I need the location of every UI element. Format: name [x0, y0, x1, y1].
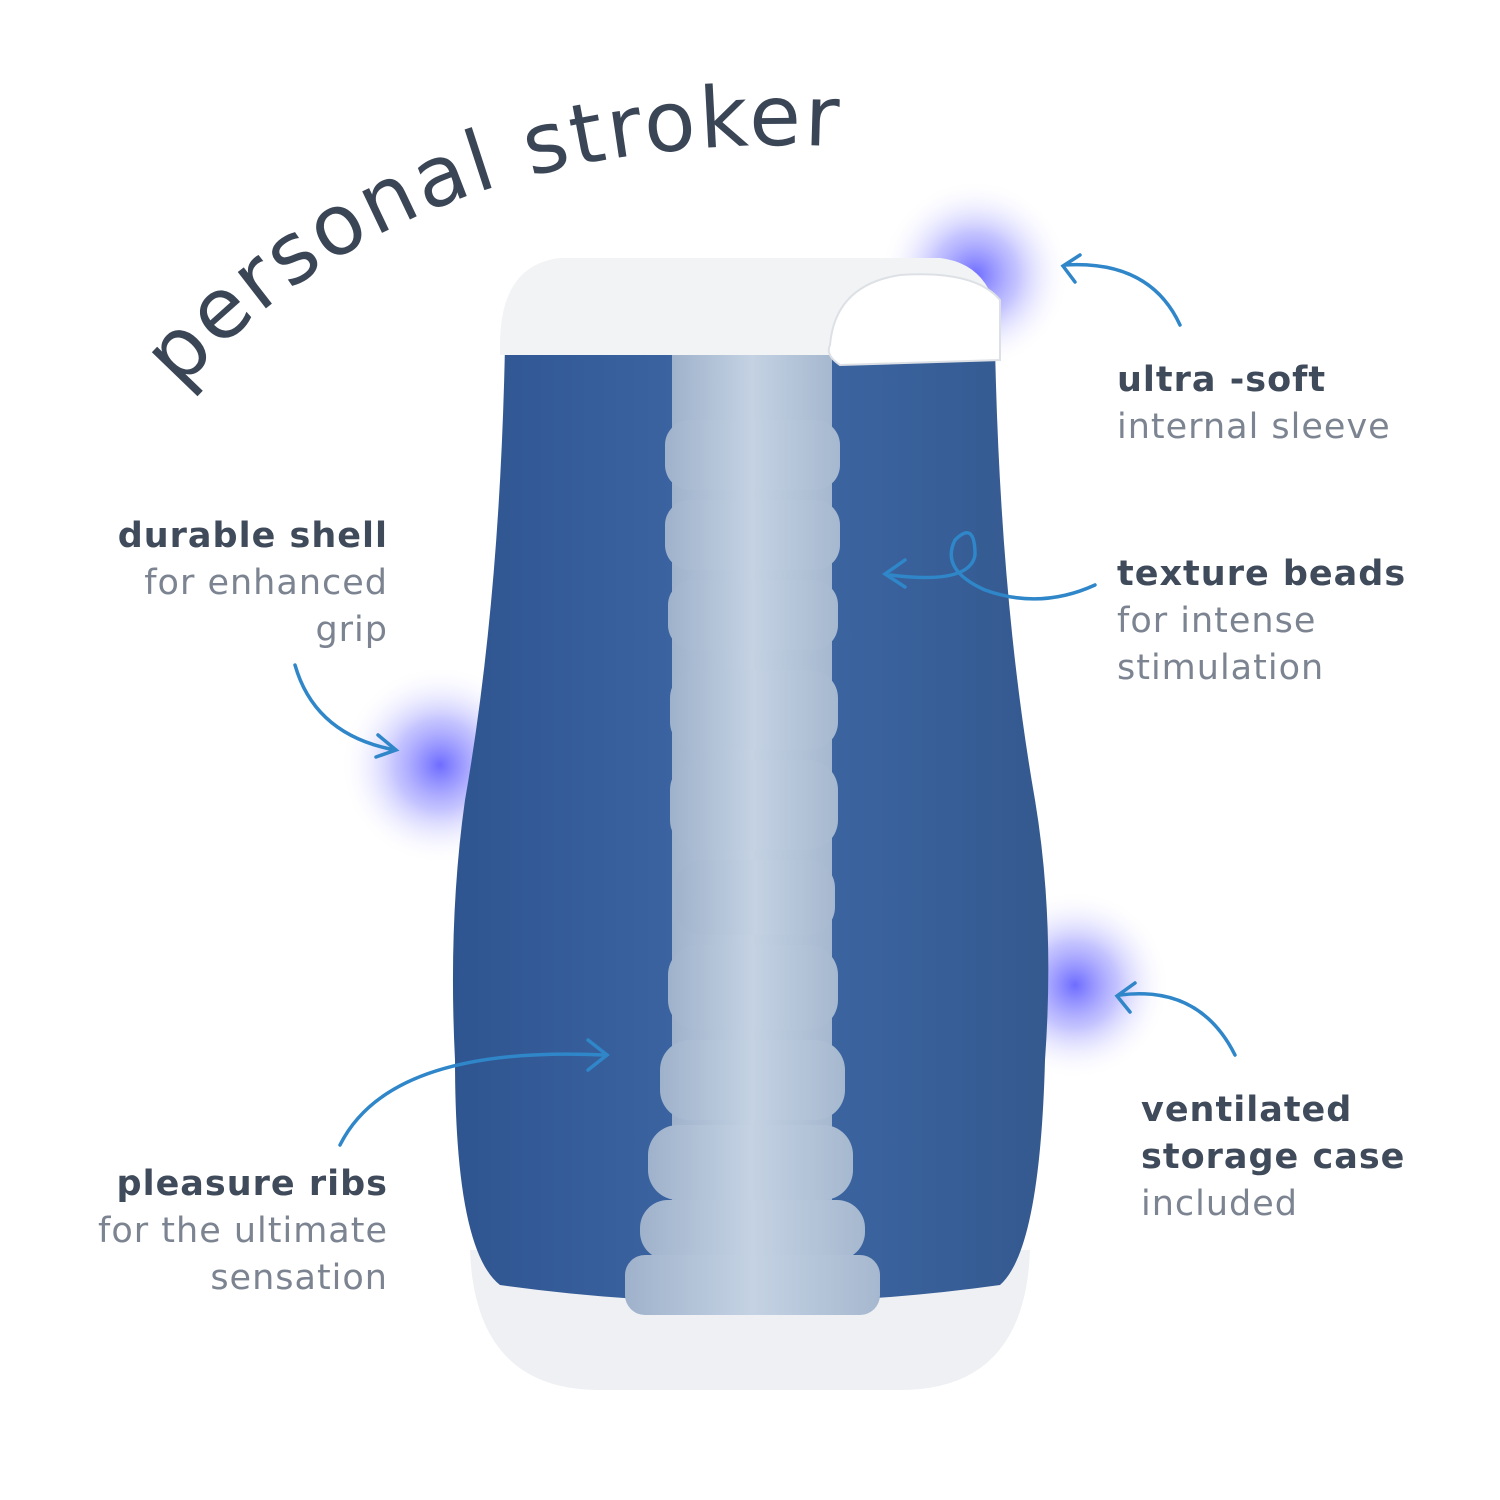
callout-ultra-soft: ultra -soft internal sleeve: [1117, 360, 1391, 447]
callout-durable-shell: durable shell for enhanced grip: [117, 516, 388, 650]
arrow-durable-shell: [293, 663, 397, 752]
callout-texture-beads: texture beads for intense stimulation: [1117, 554, 1407, 688]
arrow-ventilated: [1118, 992, 1237, 1057]
arrow-pleasure-ribs: [338, 1052, 607, 1147]
cap-opening: [827, 273, 1001, 367]
callout-ventilated: ventilated storage case included: [1141, 1090, 1406, 1224]
callout-pleasure-ribs: pleasure ribs for the ultimate sensation: [98, 1164, 388, 1298]
internal-sleeve: [625, 350, 880, 1315]
arrow-texture-beads: [888, 531, 1097, 601]
callout-arrows: [293, 253, 1237, 1147]
arrow-ultra-soft: [1063, 262, 1182, 327]
